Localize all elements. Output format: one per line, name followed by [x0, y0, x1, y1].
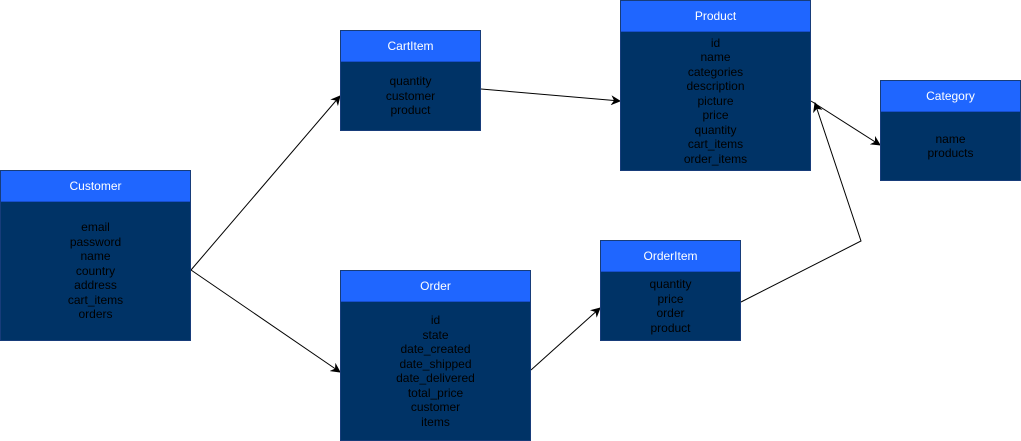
connector-cartitem-product	[480, 88, 621, 106]
field-orderitem-order: order	[656, 306, 685, 320]
field-product-order-items: order_items	[683, 151, 748, 166]
field-customer-password: password	[69, 234, 122, 249]
connector-order-orderitem	[530, 307, 601, 371]
entity-customer: Customer email password name country add…	[0, 170, 191, 341]
field-customer-country: country	[75, 263, 116, 278]
entity-customer-fields: email password name country address cart…	[1, 202, 190, 340]
field-customer-name: name	[80, 249, 111, 264]
field-orderitem-price: price	[657, 291, 684, 306]
field-order-customer: customer	[410, 400, 461, 414]
connector-product-category	[810, 100, 881, 146]
entity-orderitem: OrderItem quantity price order product	[600, 240, 741, 341]
entity-order-fields: id state date_created date_shipped date_…	[341, 302, 530, 440]
field-category-products: products	[927, 146, 974, 160]
field-order-state: state	[422, 327, 449, 342]
entity-product-title: Product	[621, 1, 810, 32]
entity-orderitem-fields: quantity price order product	[601, 272, 740, 340]
entity-category-title: Category	[881, 81, 1020, 112]
field-orderitem-quantity: quantity	[649, 277, 692, 291]
field-orderitem-product: product	[650, 320, 691, 335]
entity-category: Category name products	[880, 80, 1021, 181]
field-order-items: items	[421, 414, 450, 429]
entity-customer-title: Customer	[1, 171, 190, 202]
field-product-name: name	[700, 50, 731, 65]
entity-product-fields: id name categories description picture p…	[621, 32, 810, 170]
entity-order-title: Order	[341, 271, 530, 302]
field-order-id: id	[430, 313, 441, 327]
field-cartitem-product: product	[390, 103, 431, 118]
entity-cartitem-fields: quantity customer product	[341, 62, 480, 130]
entity-cartitem: CartItem quantity customer product	[340, 30, 481, 131]
field-order-date-created: date_created	[400, 342, 471, 356]
field-customer-email: email	[81, 220, 110, 235]
entity-category-fields: name products	[881, 112, 1020, 180]
field-product-quantity: quantity	[694, 122, 737, 137]
field-product-description: description	[686, 79, 745, 94]
field-order-date-shipped: date_shipped	[399, 356, 472, 371]
field-order-date-delivered: date_delivered	[396, 371, 475, 385]
entity-product: Product id name categories description p…	[620, 0, 811, 171]
entity-cartitem-title: CartItem	[341, 31, 480, 62]
entity-orderitem-title: OrderItem	[601, 241, 740, 272]
field-product-id: id	[710, 35, 721, 50]
field-product-categories: categories	[687, 64, 744, 79]
field-order-total-price: total_price	[407, 385, 464, 400]
field-product-picture: picture	[697, 93, 734, 108]
field-product-cart-items: cart_items	[687, 137, 744, 152]
field-cartitem-quantity: quantity	[389, 74, 432, 89]
field-category-name: name	[935, 131, 966, 146]
field-cartitem-customer: customer	[385, 88, 436, 103]
field-customer-address: address	[74, 278, 117, 293]
entity-order: Order id state date_created date_shipped…	[340, 270, 531, 441]
connector-customer-cartitem	[190, 95, 341, 271]
field-customer-orders: orders	[78, 307, 113, 322]
connector-customer-order	[190, 269, 341, 373]
field-product-price: price	[702, 108, 729, 123]
field-customer-cart-items: cart_items	[67, 292, 124, 307]
